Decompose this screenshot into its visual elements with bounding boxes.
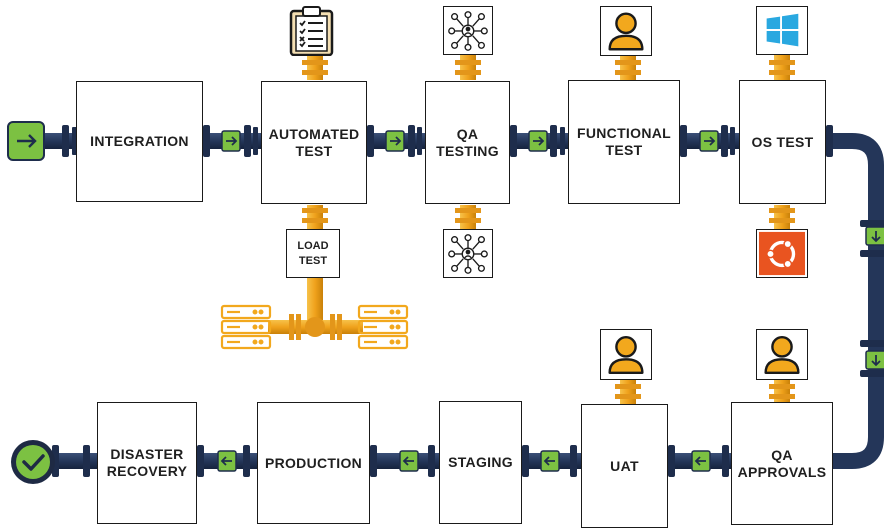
arrow-left-icon xyxy=(691,450,711,472)
stage-label: STAGING xyxy=(448,454,513,470)
orange-connectors xyxy=(268,54,795,404)
network-hub-icon xyxy=(443,6,493,55)
stage-qa-testing: QA TESTING xyxy=(425,81,510,204)
arrow-right-icon xyxy=(385,130,405,152)
network-hub-icon xyxy=(443,229,493,278)
stage-staging: STAGING xyxy=(439,401,522,524)
stage-label: INTEGRATION xyxy=(90,133,189,149)
checkmark-icon xyxy=(11,440,55,484)
server-rack-icon-right xyxy=(357,304,409,350)
stage-label: FUNCTIONAL TEST xyxy=(577,125,671,158)
ubuntu-logo-icon xyxy=(756,229,808,278)
stage-label: QA APPROVALS xyxy=(737,446,827,480)
person-icon xyxy=(756,329,808,380)
server-rack-icon-left xyxy=(220,304,272,350)
arrow-right-icon xyxy=(699,130,719,152)
stage-label: DISASTER RECOVERY xyxy=(106,446,188,479)
stage-automated-test: AUTOMATED TEST xyxy=(261,81,367,204)
stage-label: UAT xyxy=(610,457,639,474)
flow-arrows-right xyxy=(865,226,884,370)
arrow-left-icon xyxy=(217,450,237,472)
stage-uat: UAT xyxy=(581,404,668,528)
stage-label: QA TESTING xyxy=(436,125,499,159)
stage-integration: INTEGRATION xyxy=(76,81,203,202)
stage-os-test: OS TEST xyxy=(739,80,826,204)
clipboard-checklist-icon xyxy=(289,6,334,57)
pipe-flanges xyxy=(52,125,884,477)
stage-label: PRODUCTION xyxy=(264,454,363,471)
pipe-right-return xyxy=(820,133,884,469)
arrow-down-icon xyxy=(865,226,884,246)
stage-production: PRODUCTION xyxy=(257,402,370,524)
stage-functional-test: FUNCTIONAL TEST xyxy=(568,80,680,204)
arrow-right-icon xyxy=(7,121,45,161)
person-icon xyxy=(600,329,652,380)
arrow-left-icon xyxy=(399,450,419,472)
stage-qa-approvals: QA APPROVALS xyxy=(731,402,833,525)
arrow-right-icon xyxy=(221,130,241,152)
flow-arrows-bottom xyxy=(217,450,711,472)
arrow-down-icon xyxy=(865,350,884,370)
stage-label: OS TEST xyxy=(751,133,814,150)
flow-arrows-top xyxy=(221,130,719,152)
person-icon xyxy=(600,6,652,56)
load-test-label: LOAD TEST xyxy=(297,239,329,267)
stage-label: AUTOMATED TEST xyxy=(268,125,360,159)
stage-disaster-recovery: DISASTER RECOVERY xyxy=(97,402,197,524)
load-test-box: LOAD TEST xyxy=(286,229,340,278)
arrow-left-icon xyxy=(540,450,560,472)
arrow-right-icon xyxy=(528,130,548,152)
windows-logo-icon xyxy=(756,6,808,55)
